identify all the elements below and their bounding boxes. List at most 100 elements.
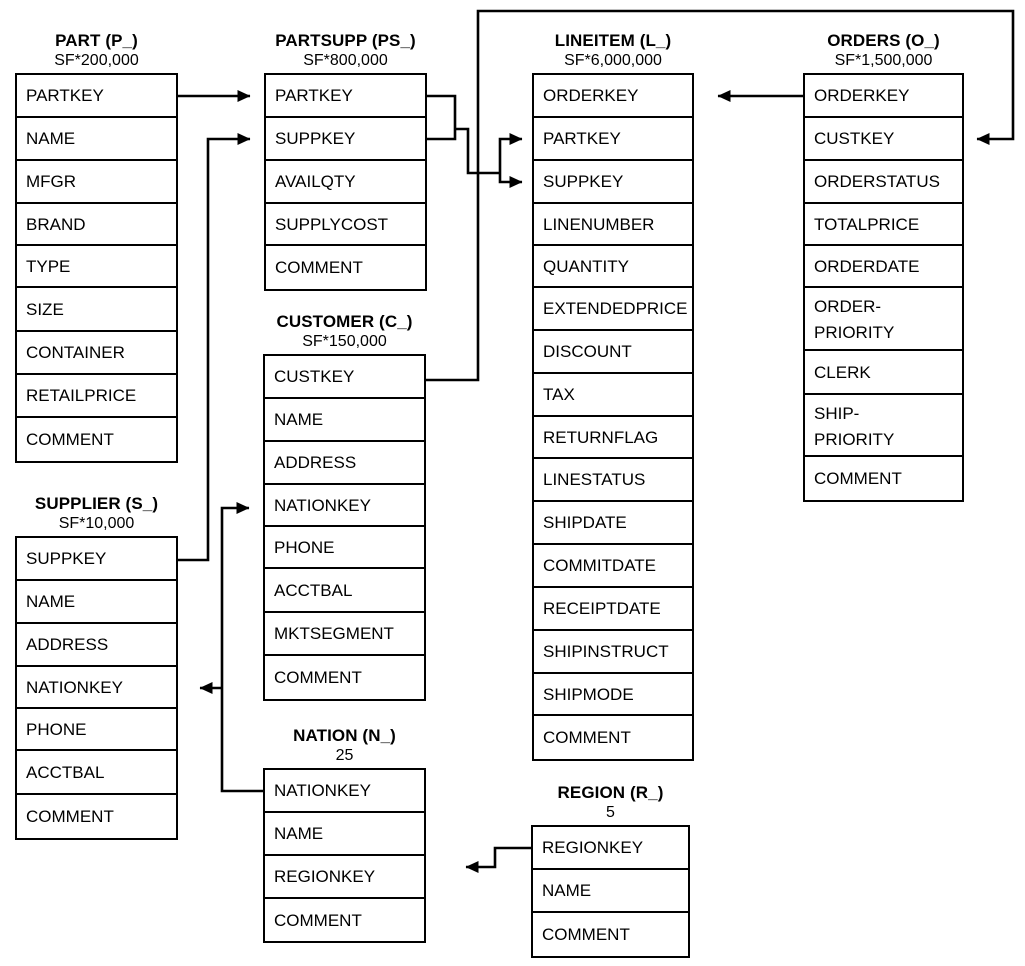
field-row: SIZE xyxy=(17,288,176,332)
field-row: QUANTITY xyxy=(534,246,692,288)
table-orders-title: ORDERS (O_) xyxy=(827,31,940,50)
field-row: LINENUMBER xyxy=(534,204,692,246)
field-row: TAX xyxy=(534,374,692,417)
table-supplier-fields: SUPPKEY NAME ADDRESS NATIONKEY PHONE ACC… xyxy=(15,536,178,840)
wire-nation-nationkey-to-customer-nationkey xyxy=(220,502,263,793)
field-row: SUPPKEY xyxy=(266,118,425,161)
table-customer: CUSTOMER (C_) SF*150,000 CUSTKEY NAME AD… xyxy=(263,311,426,701)
field-row: DISCOUNT xyxy=(534,331,692,374)
wire-region-regionkey-to-nation-regionkey xyxy=(465,846,531,873)
wire-partsupp-merge-run xyxy=(455,127,500,175)
table-part: PART (P_) SF*200,000 PARTKEY NAME MFGR B… xyxy=(15,30,178,463)
table-supplier: SUPPLIER (S_) SF*10,000 SUPPKEY NAME ADD… xyxy=(15,493,178,840)
field-row: COMMENT xyxy=(805,457,962,500)
field-row: MFGR xyxy=(17,161,176,204)
field-row: AVAILQTY xyxy=(266,161,425,204)
field-row: BRAND xyxy=(17,204,176,246)
field-row: COMMENT xyxy=(265,656,424,699)
field-row: COMMENT xyxy=(534,716,692,759)
field-row: PARTKEY xyxy=(17,75,176,118)
field-row: SHIPDATE xyxy=(534,502,692,545)
field-row: PARTKEY xyxy=(534,118,692,161)
field-row: ORDERKEY xyxy=(805,75,962,118)
field-row: NATIONKEY xyxy=(265,485,424,527)
field-row: EXTENDEDPRICE xyxy=(534,288,692,331)
field-row: ADDRESS xyxy=(265,442,424,485)
field-row: PARTKEY xyxy=(266,75,425,118)
table-part-cardinality: SF*200,000 xyxy=(54,52,139,69)
field-row: RECEIPTDATE xyxy=(534,588,692,631)
table-nation: NATION (N_) 25 NATIONKEY NAME REGIONKEY … xyxy=(263,725,426,943)
field-row: ACCTBAL xyxy=(17,751,176,795)
table-region-cardinality: 5 xyxy=(606,804,615,821)
table-nation-cardinality: 25 xyxy=(335,747,354,764)
field-row: COMMENT xyxy=(265,899,424,941)
field-row: RETURNFLAG xyxy=(534,417,692,459)
table-customer-title: CUSTOMER (C_) xyxy=(276,312,413,331)
field-line-1: ORDER- xyxy=(814,297,882,316)
field-line-2: PRIORITY xyxy=(814,430,895,449)
wire-partsupp-suppkey-stub xyxy=(427,129,457,141)
field-row: ORDERSTATUS xyxy=(805,161,962,204)
field-row: COMMENT xyxy=(533,913,688,956)
field-row: SHIPMODE xyxy=(534,674,692,716)
field-row: CUSTKEY xyxy=(265,356,424,399)
field-row: NAME xyxy=(17,581,176,624)
field-row: PHONE xyxy=(265,527,424,569)
field-row: NAME xyxy=(533,870,688,913)
table-nation-title: NATION (N_) xyxy=(293,726,396,745)
wire-partsupp-split-up xyxy=(498,133,523,173)
table-lineitem-title: LINEITEM (L_) xyxy=(554,31,672,50)
table-customer-cardinality: SF*150,000 xyxy=(302,333,387,350)
table-customer-fields: CUSTKEY NAME ADDRESS NATIONKEY PHONE ACC… xyxy=(263,354,426,701)
field-row: ORDERKEY xyxy=(534,75,692,118)
field-row: COMMENT xyxy=(17,795,176,838)
field-row: CUSTKEY xyxy=(805,118,962,161)
wire-partsupp-split-down xyxy=(498,173,523,188)
field-row: TYPE xyxy=(17,246,176,288)
field-row: ACCTBAL xyxy=(265,569,424,613)
field-row: NATIONKEY xyxy=(265,770,424,813)
table-part-fields: PARTKEY NAME MFGR BRAND TYPE SIZE CONTAI… xyxy=(15,73,178,463)
field-line-2: PRIORITY xyxy=(814,323,895,342)
table-orders-fields: ORDERKEY CUSTKEY ORDERSTATUS TOTALPRICE … xyxy=(803,73,964,502)
table-partsupp-fields: PARTKEY SUPPKEY AVAILQTY SUPPLYCOST COMM… xyxy=(264,73,427,291)
field-row: PHONE xyxy=(17,709,176,751)
field-row: COMMITDATE xyxy=(534,545,692,588)
table-partsupp-title: PARTSUPP (PS_) xyxy=(275,31,416,50)
table-supplier-cardinality: SF*10,000 xyxy=(58,515,135,532)
table-lineitem-cardinality: SF*6,000,000 xyxy=(564,52,662,69)
field-row: NAME xyxy=(265,399,424,442)
field-row: REGIONKEY xyxy=(265,856,424,899)
field-row: NAME xyxy=(17,118,176,161)
field-row: TOTALPRICE xyxy=(805,204,962,246)
table-lineitem: LINEITEM (L_) SF*6,000,000 ORDERKEY PART… xyxy=(532,30,694,761)
table-lineitem-fields: ORDERKEY PARTKEY SUPPKEY LINENUMBER QUAN… xyxy=(532,73,694,761)
table-supplier-title: SUPPLIER (S_) xyxy=(34,494,159,513)
field-row: COMMENT xyxy=(17,418,176,461)
field-row: LINESTATUS xyxy=(534,459,692,502)
wire-partsupp-partkey-stub xyxy=(427,94,457,129)
field-row: NAME xyxy=(265,813,424,856)
field-row: CLERK xyxy=(805,351,962,395)
table-partsupp-cardinality: SF*800,000 xyxy=(303,52,388,69)
field-row: SHIP- PRIORITY xyxy=(805,395,962,457)
wire-supplier-suppkey-to-partsupp-suppkey xyxy=(178,133,251,562)
table-region-title: REGION (R_) xyxy=(557,783,664,802)
field-row: ORDER- PRIORITY xyxy=(805,288,962,351)
field-line-1: SHIP- xyxy=(814,404,860,423)
field-row: SUPPKEY xyxy=(17,538,176,581)
field-row: MKTSEGMENT xyxy=(265,613,424,656)
field-row: CONTAINER xyxy=(17,332,176,375)
table-orders: ORDERS (O_) SF*1,500,000 ORDERKEY CUSTKE… xyxy=(803,30,964,502)
field-row: NATIONKEY xyxy=(17,667,176,709)
table-part-title: PART (P_) xyxy=(55,31,138,50)
field-row: SHIPINSTRUCT xyxy=(534,631,692,674)
field-row: RETAILPRICE xyxy=(17,375,176,418)
field-row: ADDRESS xyxy=(17,624,176,667)
table-nation-fields: NATIONKEY NAME REGIONKEY COMMENT xyxy=(263,768,426,943)
field-row: SUPPLYCOST xyxy=(266,204,425,246)
field-row: REGIONKEY xyxy=(533,827,688,870)
table-partsupp: PARTSUPP (PS_) SF*800,000 PARTKEY SUPPKE… xyxy=(264,30,427,291)
